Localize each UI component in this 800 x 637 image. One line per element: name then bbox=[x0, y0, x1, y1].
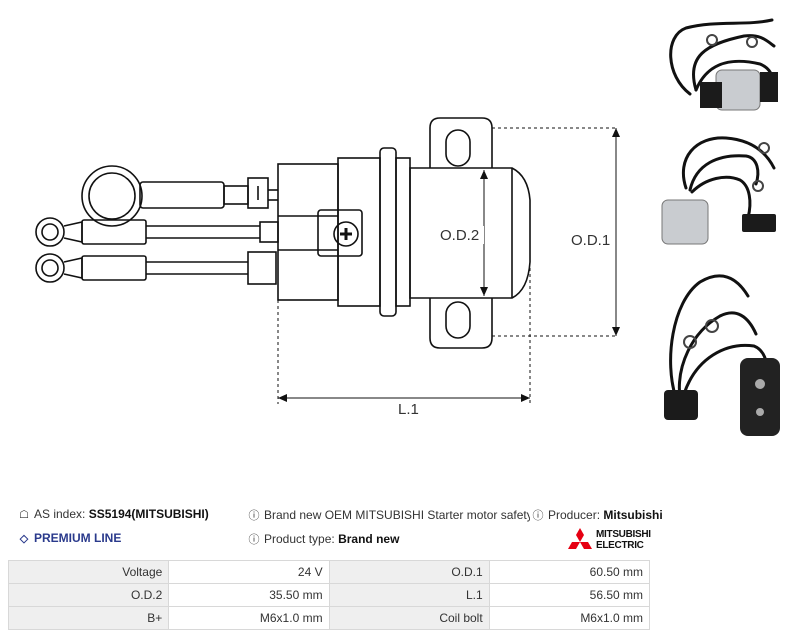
spec-value: 60.50 mm bbox=[488, 560, 651, 584]
logo-line2: ELECTRIC bbox=[596, 540, 644, 551]
info-icon: ⓘ bbox=[248, 534, 260, 546]
od1-label: O.D.1 bbox=[571, 232, 610, 249]
spec-value: M6x1.0 mm bbox=[488, 606, 651, 630]
info-icon: ⓘ bbox=[532, 510, 544, 522]
description-text: Brand new OEM MITSUBISHI Starter motor s… bbox=[264, 508, 570, 522]
producer: ⓘ Producer: Mitsubishi bbox=[530, 507, 663, 523]
spec-label: L.1 bbox=[328, 583, 490, 607]
technical-drawing: O.D.2 O.D.1 L.1 bbox=[35, 117, 620, 418]
ring-terminal-large bbox=[81, 165, 143, 227]
product-type-value: Brand new bbox=[338, 532, 400, 546]
ring-terminal-small-2 bbox=[35, 253, 65, 283]
mitsubishi-logo-icon bbox=[568, 528, 592, 549]
diamond-icon: ◇ bbox=[19, 533, 29, 545]
product-type-label: Product type: bbox=[264, 532, 335, 546]
specs-table: Voltage 24 V O.D.1 60.50 mm O.D.2 35.50 … bbox=[7, 560, 651, 630]
product-type: ⓘ Product type: Brand new bbox=[248, 531, 400, 547]
as-index-value: SS5194(MITSUBISHI) bbox=[88, 507, 209, 521]
product-photo-1 bbox=[669, 18, 778, 111]
ring-terminal-small-1 bbox=[35, 217, 65, 247]
product-photo-2 bbox=[661, 136, 776, 245]
od2-label: O.D.2 bbox=[440, 227, 479, 244]
table-row: Voltage 24 V O.D.1 60.50 mm bbox=[7, 560, 651, 584]
producer-value: Mitsubishi bbox=[603, 508, 663, 522]
product-photo-3 bbox=[664, 274, 780, 436]
l1-label: L.1 bbox=[398, 401, 419, 418]
as-index-label: AS index: bbox=[34, 507, 86, 521]
spec-value: 56.50 mm bbox=[488, 583, 651, 607]
spec-label: O.D.2 bbox=[7, 583, 170, 607]
spec-label: Voltage bbox=[7, 560, 170, 584]
tag-icon: ☖ bbox=[19, 509, 29, 521]
producer-label: Producer: bbox=[548, 508, 601, 522]
premium-line: ◇ PREMIUM LINE bbox=[18, 531, 122, 545]
table-row: O.D.2 35.50 mm L.1 56.50 mm bbox=[7, 583, 651, 607]
spec-label: B+ bbox=[7, 606, 170, 630]
spec-label: Coil bolt bbox=[328, 606, 490, 630]
spec-value: 35.50 mm bbox=[168, 583, 330, 607]
logo-text: MITSUBISHI ELECTRIC bbox=[596, 529, 651, 551]
spec-value: 24 V bbox=[168, 560, 330, 584]
info-icon: ⓘ bbox=[248, 510, 260, 522]
premium-line-label: PREMIUM LINE bbox=[34, 531, 122, 545]
spec-value: M6x1.0 mm bbox=[168, 606, 330, 630]
logo-line1: MITSUBISHI bbox=[596, 529, 651, 540]
as-index: ☖ AS index: SS5194(MITSUBISHI) bbox=[18, 507, 209, 521]
spec-label: O.D.1 bbox=[328, 560, 490, 584]
screw-head bbox=[333, 221, 359, 247]
table-row: B+ M6x1.0 mm Coil bolt M6x1.0 mm bbox=[7, 606, 651, 630]
